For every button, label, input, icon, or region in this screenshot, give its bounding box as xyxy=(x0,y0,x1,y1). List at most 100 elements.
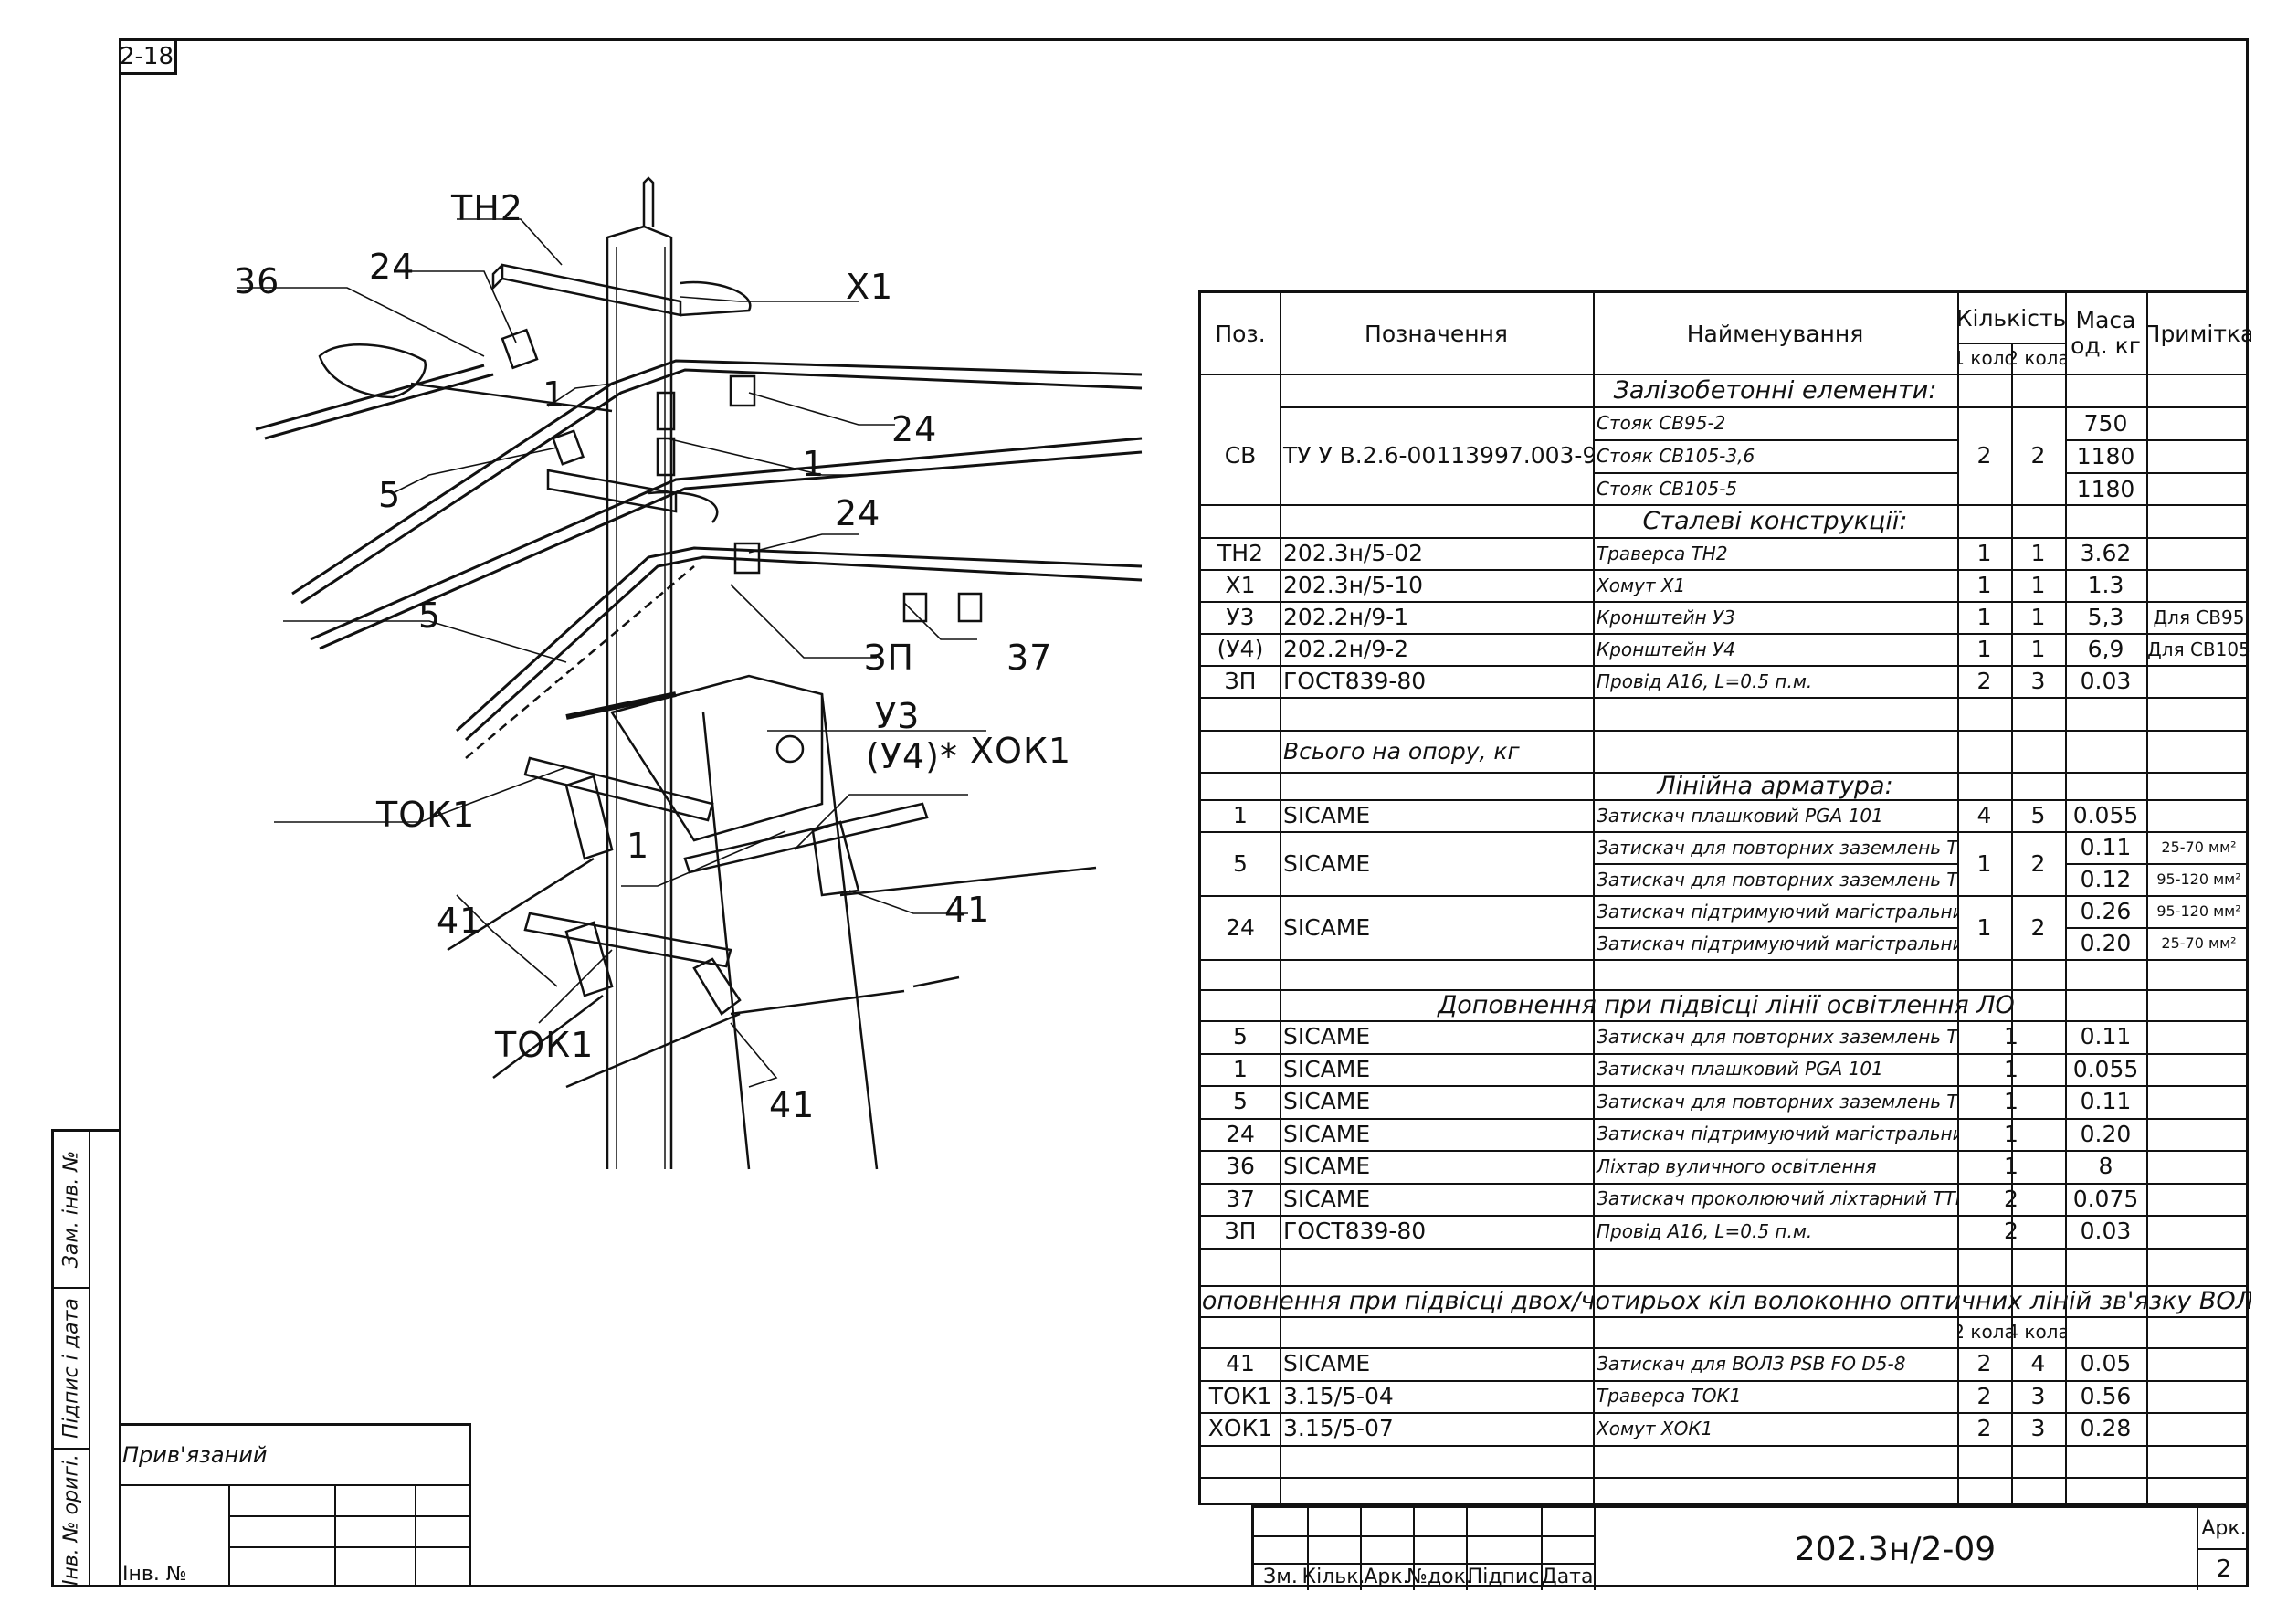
steel-designation-1: 202.3н/5-02 xyxy=(1283,540,1424,566)
row-line xyxy=(1201,633,2249,635)
lighting-name: Затискач плашковий PGA 101 xyxy=(1597,1058,1883,1081)
callout-41-right: 41 xyxy=(944,890,991,930)
row-line xyxy=(1201,601,2249,603)
steel-q1-4: 1 xyxy=(1976,636,1992,662)
steel-q2-2: 1 xyxy=(2030,572,2046,598)
total-weight-label: Всього на опору, кг xyxy=(1283,737,1520,765)
col-line xyxy=(1957,293,1959,1508)
fit5b-note: 95-120 мм² xyxy=(2156,870,2241,888)
row-line xyxy=(1201,989,2249,991)
row-line xyxy=(1201,569,2249,571)
col-line xyxy=(2065,293,2067,1508)
lighting-qty: 1 xyxy=(2004,1153,2018,1180)
fiber-qty-1: 2 кола xyxy=(1957,1321,2011,1343)
lighting-pos: 1 xyxy=(1233,1055,1248,1082)
concrete-designation: ТУ У В.2.6-00113997.003-94 xyxy=(1283,441,1593,469)
steel-name-3: Кронштейн У3 xyxy=(1597,606,1735,628)
row-line xyxy=(1593,927,1957,929)
binding-inv-label: Інв. № xyxy=(122,1563,187,1586)
fiber-name: Затискач для ВОЛЗ PSB FO D5-8 xyxy=(1597,1352,1906,1375)
fiber-pos: ТОК1 xyxy=(1208,1382,1272,1409)
lighting-name: Затискач проколюючий ліхтарний TTD 051 xyxy=(1597,1187,1957,1210)
drawing-frame xyxy=(119,38,2249,1587)
tb-col-sheet: Арк. xyxy=(1364,1565,1409,1588)
steel-mass-1: 3.62 xyxy=(2080,540,2132,566)
col-line xyxy=(1280,293,1281,1508)
row-line xyxy=(1201,730,2249,732)
sheet-label: Арк. xyxy=(2201,1516,2247,1540)
steel-mass-2: 1.3 xyxy=(2087,572,2124,598)
steel-mass-4: 6,9 xyxy=(2087,636,2124,662)
row-line xyxy=(1201,1150,2249,1152)
steel-q1-5: 2 xyxy=(1976,668,1992,694)
fiber-name: Траверса ТОК1 xyxy=(1597,1385,1742,1408)
lighting-pos: 24 xyxy=(1226,1120,1255,1147)
concrete-qty-2: 2 xyxy=(2030,441,2046,469)
fit5a-mass: 0.11 xyxy=(2080,834,2132,860)
lighting-mass: 0.03 xyxy=(2080,1218,2132,1245)
callout-5-low: 5 xyxy=(418,596,442,636)
callout-u4: (У4)* xyxy=(866,736,958,776)
concrete-mass-2: 1180 xyxy=(2076,442,2135,469)
row-line xyxy=(1280,406,2249,408)
fit5-pos: 5 xyxy=(1233,849,1248,877)
lighting-name: Затискач для повторних заземлень TND 151 xyxy=(1597,1090,1957,1113)
fit5-designation: SICAME xyxy=(1283,849,1371,877)
steel-q2-4: 1 xyxy=(2030,636,2046,662)
header-line xyxy=(1201,374,2249,375)
callout-1-mid: 1 xyxy=(802,444,826,484)
section-fiber: Доповнення при підвісці двох/чотирьох кі… xyxy=(1201,1286,2251,1315)
fiber-mass: 0.05 xyxy=(2080,1350,2132,1377)
tb-line xyxy=(1254,1535,1594,1537)
section-fittings: Лінійна арматура: xyxy=(1657,772,1893,799)
row-line xyxy=(1201,1085,2249,1087)
steel-designation-2: 202.3н/5-10 xyxy=(1283,572,1424,598)
side-strip: Зам. інв. № Підпис і дата Інв. № оригі. xyxy=(51,1129,119,1587)
section-steel: Сталеві конструкції: xyxy=(1642,506,1908,535)
tb-line xyxy=(1254,1563,1594,1565)
steel-name-5: Провід А16, L=0.5 п.м. xyxy=(1597,670,1813,692)
steel-q2-3: 1 xyxy=(2030,604,2046,630)
row-line xyxy=(1201,1412,2249,1414)
fit1-mass: 0.055 xyxy=(2072,802,2139,828)
row-line xyxy=(1201,1477,2249,1479)
row-line xyxy=(1201,772,2249,774)
lighting-pos: 37 xyxy=(1226,1185,1255,1212)
binding-line xyxy=(228,1546,469,1548)
row-line xyxy=(1201,1347,2249,1349)
fit5b-name: Затискач для повторних заземлень TND 241 xyxy=(1597,868,1957,891)
side-cell-signature: Підпис і дата xyxy=(54,1289,89,1450)
sheet-number: 2 xyxy=(2216,1555,2232,1583)
lighting-designation: SICAME xyxy=(1283,1055,1371,1082)
lighting-pos: 5 xyxy=(1233,1023,1248,1050)
callout-5-top: 5 xyxy=(378,475,402,515)
lighting-qty: 1 xyxy=(2004,1088,2018,1115)
row-line xyxy=(2065,863,2249,865)
binding-line xyxy=(415,1484,416,1587)
lighting-pos: 36 xyxy=(1226,1153,1255,1180)
lighting-qty: 1 xyxy=(2004,1023,2018,1050)
lighting-pos: ЗП xyxy=(1224,1218,1257,1245)
lighting-mass: 0.11 xyxy=(2080,1023,2132,1050)
fit24b-mass: 0.20 xyxy=(2080,930,2132,956)
steel-q1-2: 1 xyxy=(1976,572,1992,598)
fit1-q1: 4 xyxy=(1976,802,1992,828)
concrete-item-1: Стояк СВ95-2 xyxy=(1597,412,1726,434)
binding-line xyxy=(228,1484,230,1587)
row-line xyxy=(1201,697,2249,699)
fiber-q1: 2 xyxy=(1976,1382,1992,1409)
steel-pos-4: (У4) xyxy=(1217,636,1264,662)
row-line xyxy=(1593,863,1957,865)
section-lighting: Доповнення при підвісці лінії освітлення… xyxy=(1438,990,2015,1019)
binding-title: Прив'язаний xyxy=(122,1442,268,1468)
callout-u3: У3 xyxy=(875,696,921,736)
lighting-designation: SICAME xyxy=(1283,1088,1371,1115)
lighting-mass: 0.055 xyxy=(2072,1055,2139,1082)
callout-37: 37 xyxy=(1006,638,1053,678)
tb-col-change: Зм. xyxy=(1263,1565,1298,1588)
steel-name-4: Кронштейн У4 xyxy=(1597,638,1735,660)
callout-41-bottom: 41 xyxy=(769,1085,816,1125)
header-qty-1: 1 коло xyxy=(1957,347,2011,369)
header-pos: Поз. xyxy=(1215,320,1266,347)
row-line xyxy=(1593,439,1957,441)
